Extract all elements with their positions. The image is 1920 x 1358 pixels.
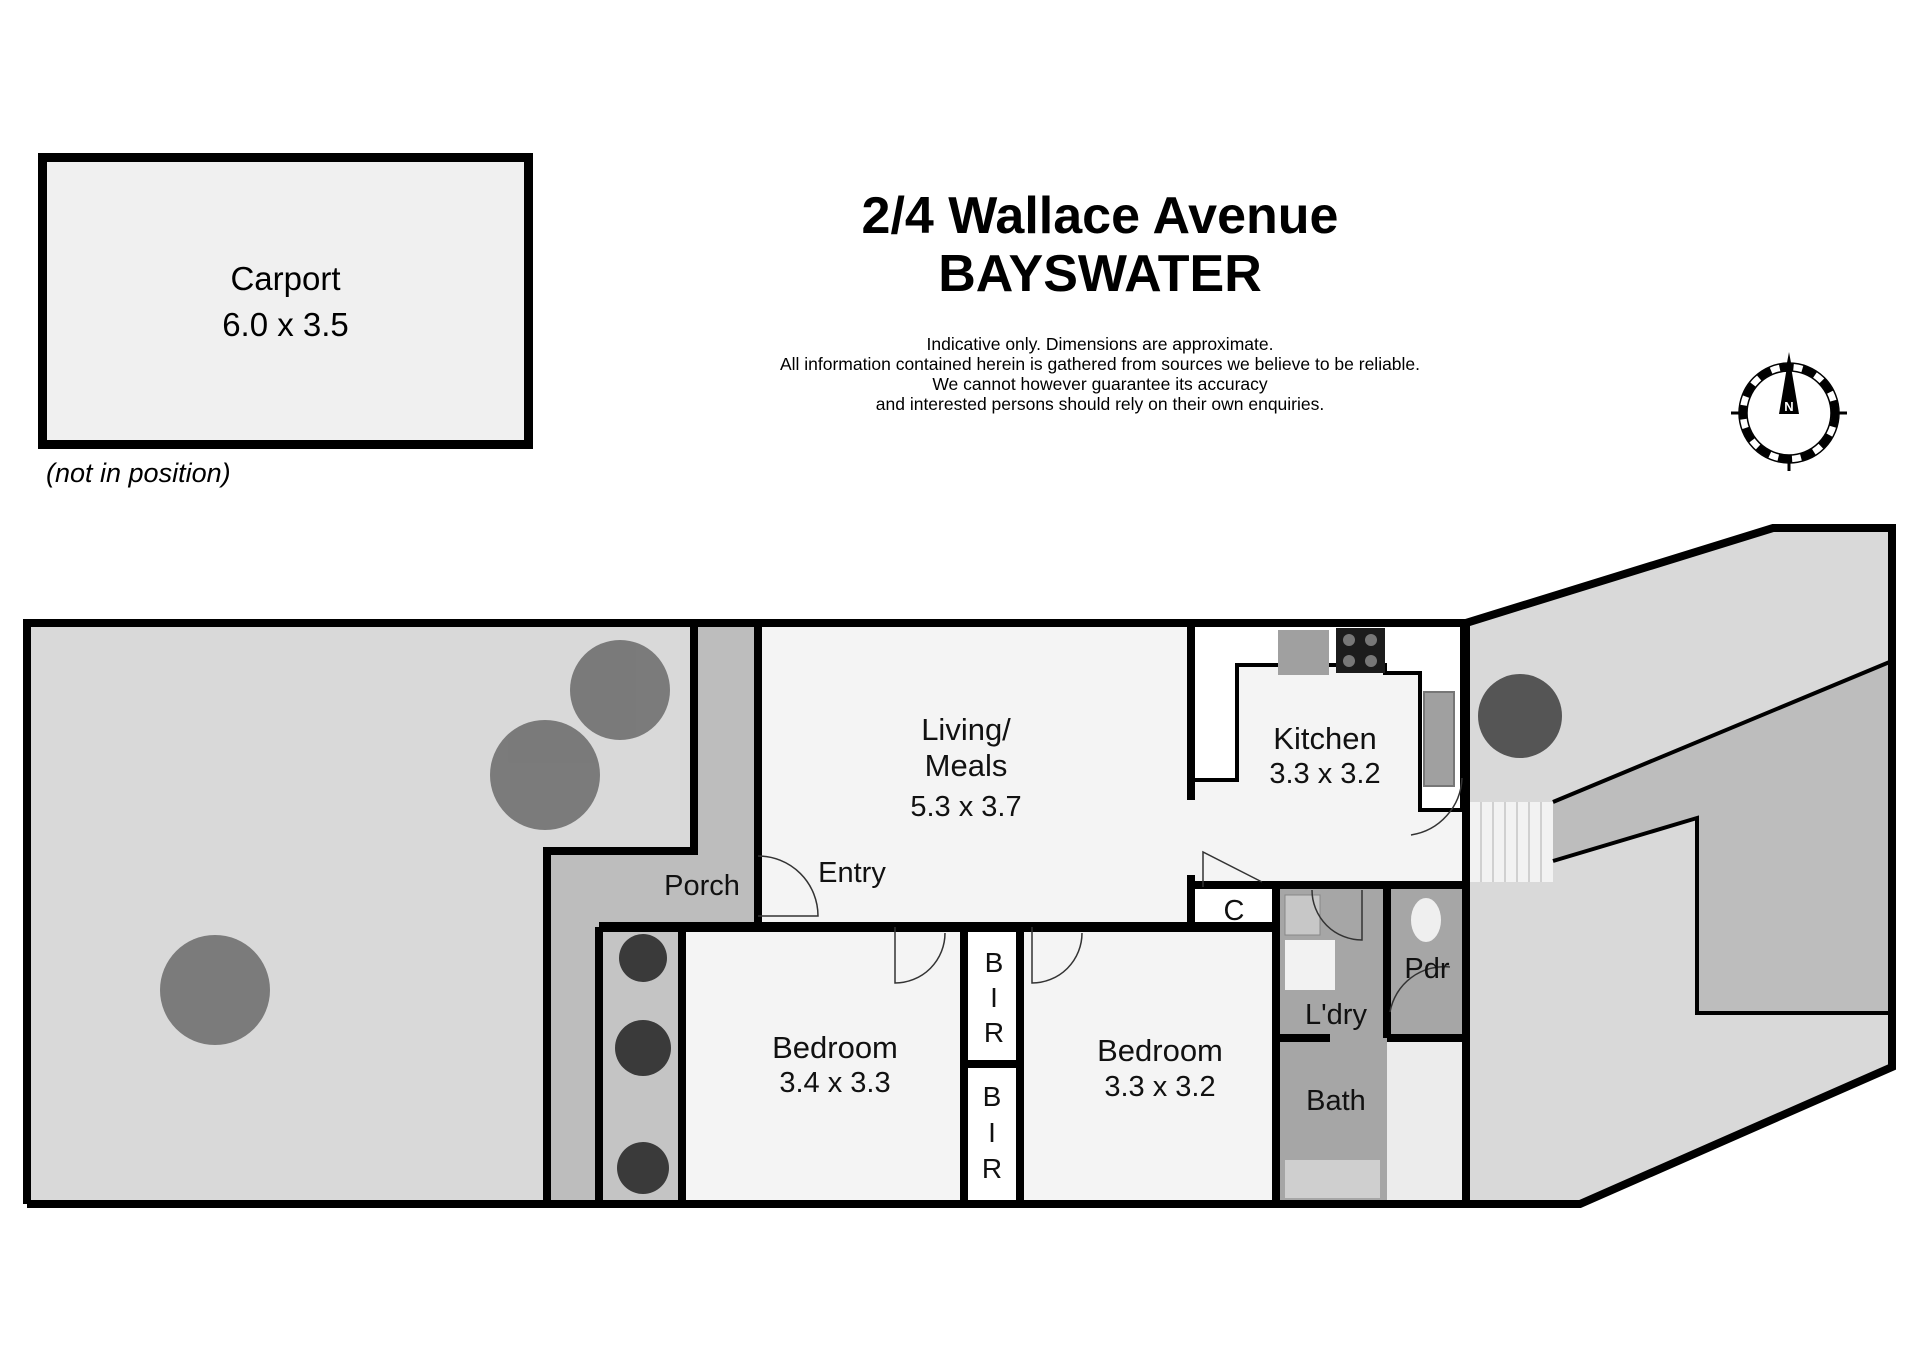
- living-size: 5.3 x 3.7: [910, 791, 1021, 823]
- living-label: Living/: [921, 712, 1011, 747]
- vanity-icon: [1285, 1160, 1380, 1198]
- carport: Carport 6.0 x 3.5: [38, 153, 533, 449]
- bir-1: [964, 927, 1020, 1064]
- carport-label: Carport: [230, 260, 341, 297]
- bir-1-letter: I: [990, 982, 998, 1013]
- shower: [1387, 1038, 1462, 1204]
- right-yard: [1466, 528, 1892, 1204]
- disclaimer-line: We cannot however guarantee its accuracy: [932, 374, 1268, 394]
- disclaimer: Indicative only. Dimensions are approxim…: [560, 334, 1640, 414]
- stairs: [1469, 802, 1553, 882]
- kitchen-label: Kitchen: [1273, 721, 1376, 756]
- bath-label: Bath: [1306, 1085, 1366, 1117]
- palm-plant-icon: [1478, 674, 1562, 758]
- walls: [23, 524, 1896, 1208]
- bir-1-letter: B: [985, 947, 1004, 978]
- bedroom-1-size: 3.4 x 3.3: [779, 1067, 890, 1099]
- bir-2-letter: R: [982, 1153, 1002, 1184]
- living-room: [758, 623, 1191, 924]
- powder-label: Pdr: [1404, 953, 1449, 985]
- toilet-icon: [1411, 898, 1441, 942]
- suburb-title: BAYSWATER: [938, 245, 1262, 303]
- cooktop-icon: [1336, 628, 1385, 673]
- disclaimer-line: Indicative only. Dimensions are approxim…: [926, 334, 1274, 354]
- right-path: [1553, 661, 1892, 1013]
- bedroom-2-size: 3.3 x 3.2: [1104, 1071, 1215, 1103]
- trough-icon: [1285, 940, 1335, 990]
- door-swings: [757, 777, 1463, 1013]
- bir-2-letter: I: [988, 1117, 996, 1148]
- carport-size: 6.0 x 3.5: [222, 306, 349, 343]
- bir-1-letter: R: [984, 1017, 1004, 1048]
- carport-note: (not in position): [46, 458, 231, 488]
- disclaimer-line: All information contained herein is gath…: [779, 354, 1421, 374]
- kitchen-size: 3.3 x 3.2: [1269, 758, 1380, 790]
- disclaimer-line: and interested persons should rely on th…: [875, 394, 1325, 414]
- bedroom-1-label: Bedroom: [772, 1030, 898, 1065]
- porch-label: Porch: [664, 870, 740, 902]
- fridge-icon: [1278, 630, 1329, 675]
- washer-icon: [1284, 894, 1321, 936]
- sink-icon: [1423, 691, 1455, 787]
- living-label-2: Meals: [925, 748, 1008, 783]
- entry-label: Entry: [818, 857, 886, 889]
- bir-2-letter: B: [983, 1081, 1002, 1112]
- tree-icon: [160, 640, 670, 1045]
- shrub-icon: [615, 934, 671, 1194]
- bedroom-2-label: Bedroom: [1097, 1033, 1223, 1068]
- address-title: 2/4 Wallace Avenue: [861, 187, 1339, 245]
- closet-label: C: [1224, 895, 1245, 927]
- porch-area: [547, 623, 758, 1204]
- closet: [1191, 885, 1276, 924]
- bir-2: [964, 1064, 1020, 1204]
- bedroom-1: [682, 927, 964, 1204]
- laundry-label: L'dry: [1305, 999, 1367, 1031]
